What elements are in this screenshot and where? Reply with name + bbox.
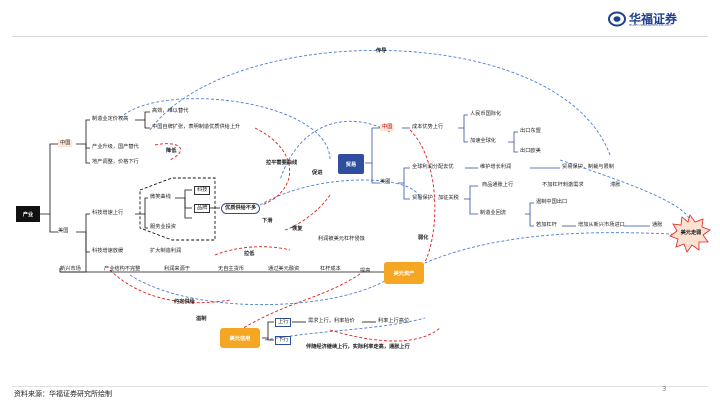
- label-transfer: 传导: [376, 48, 387, 54]
- arc-bottom-blue: [129, 269, 401, 306]
- tag-usa-trade: 美国: [380, 179, 391, 185]
- arc-red-4: [409, 129, 436, 263]
- credit-tree-lines: [262, 321, 376, 341]
- arc-mid-blue: [119, 98, 331, 161]
- logo-mark-icon: [608, 11, 626, 27]
- label-goods-up: 商品通胀上行: [482, 182, 514, 188]
- label-mfg-decide: 制造业定价权高: [92, 116, 129, 122]
- label-recover: 恢复: [292, 226, 303, 232]
- label-overflow: 溢制: [196, 316, 207, 322]
- arc-top-blue: [149, 49, 611, 156]
- arc-tech-blue: [259, 179, 421, 206]
- arc-usd-blue: [419, 232, 691, 266]
- label-quality-supply: 优质供给不多: [221, 203, 261, 214]
- label-no-leverage: 不加杠杆刺激需求: [542, 182, 584, 188]
- company-logo: 华福证券 HUAFU SECURITIES CO.,LTD.: [608, 10, 708, 28]
- label-china-reshore: 遏制中国出口: [536, 199, 568, 205]
- label-upgrade: 产业升级，国产替代: [92, 144, 139, 150]
- tag-usa-industry: 美国: [58, 228, 69, 234]
- footer-divider: [12, 386, 708, 387]
- arc-red-2: [254, 127, 291, 206]
- label-global-share: 全球利润分配去优: [412, 164, 454, 170]
- label-reshoring: 制造业回流: [480, 210, 506, 216]
- label-via-usd: 通过美元融资: [268, 266, 300, 272]
- node-usd-credit: 美元信用: [220, 328, 260, 348]
- label-brand: 品牌: [194, 204, 211, 213]
- label-rmb-intl: 人民币国际化: [470, 111, 502, 117]
- label-micro-curve: 微笑曲线: [150, 194, 171, 200]
- label-raise-up: 提高: [360, 268, 371, 274]
- label-weaken: 弱化: [418, 235, 429, 241]
- label-wage-pressure: 拉平需要曲线: [266, 160, 298, 166]
- logo-text: 华福证券: [629, 12, 678, 26]
- label-service-invest: 服务业投资: [150, 224, 176, 230]
- label-about-compete: 约定供给: [174, 299, 195, 305]
- label-profit-source: 利润来源于: [164, 266, 190, 272]
- label-accel-global: 加速全球化: [470, 138, 496, 144]
- arc-red-5: [109, 269, 231, 304]
- label-decline: 下滑: [262, 218, 273, 224]
- label-bottom-note: 伴随经济继续上行，实际利率走高，通胀上行: [306, 344, 410, 350]
- logo-subtext: HUAFU SECURITIES CO.,LTD.: [629, 23, 672, 27]
- label-profit-usd-debt: 利润被美元杠杆侵蚀: [318, 236, 365, 242]
- label-export-eu: 出口欧美: [520, 148, 541, 154]
- node-usd-assets: 美元资产: [384, 262, 424, 284]
- tag-china-industry: 中国: [58, 140, 73, 147]
- label-down1: 下行: [275, 336, 292, 345]
- tag-china-trade: 中国: [380, 124, 395, 131]
- footer-source: 资料来源：华福证券研究所绘制: [14, 390, 112, 398]
- arc-trade-blue: [279, 120, 391, 181]
- label-pull-down: 拉低: [244, 251, 255, 257]
- node-usd-weakening: 美元走弱: [680, 229, 702, 236]
- arc-red-7: [214, 246, 291, 256]
- arc-red-8: [329, 327, 441, 342]
- arc-red-6: [239, 273, 361, 331]
- node-trade: 贸易: [338, 154, 364, 174]
- label-efficient: 高效，难以替代: [152, 108, 189, 114]
- label-demand-up: 需求上行，利率抬价: [308, 318, 355, 324]
- label-up1: 上行: [275, 318, 292, 327]
- header-divider: [12, 36, 708, 37]
- page-number: 3: [662, 385, 667, 393]
- label-trade-protect2: 贸易保护，制裁与限制: [562, 164, 614, 170]
- label-trade-protect: 维护增长利润: [480, 164, 512, 170]
- node-industry: 产业: [16, 206, 40, 222]
- label-add-leverage: 若加杠杆: [536, 222, 557, 228]
- label-tariff: 滞胀: [610, 182, 621, 188]
- label-leverage-cost: 杠杆成本: [320, 266, 341, 272]
- label-import-new: 增加从新兴市场进口: [578, 222, 625, 228]
- label-promote: 促进: [312, 170, 323, 176]
- label-inflation: 通胀: [652, 222, 663, 228]
- label-export-east: 出口东盟: [520, 128, 541, 134]
- label-china-brand: 中国自牌扩张，表明制造优质供给上升: [152, 124, 241, 130]
- industry-tree-lines: [40, 111, 400, 273]
- label-decline2: 降低: [166, 148, 177, 154]
- trade-tree-lines: [365, 114, 650, 227]
- usd-weak-starburst: [669, 214, 711, 253]
- label-rate-high: 利率上行高位: [378, 318, 410, 324]
- micro-curve-group-outline: [139, 177, 216, 241]
- label-trade-protect3: 贸易保护，加征关税: [412, 195, 459, 201]
- arc-red-3: [284, 194, 331, 231]
- arc-red-1: [154, 143, 182, 161]
- label-no-currency: 无自主货币: [218, 266, 244, 272]
- label-real-estate: 地产调整，价格下行: [92, 159, 139, 165]
- label-tech: 科技: [194, 186, 211, 195]
- label-expand-mfg: 扩大制造利润: [150, 248, 182, 254]
- label-better-position: 成本优势上行: [412, 124, 444, 130]
- label-tech-increase: 科技增速上行: [92, 210, 124, 216]
- label-new-market: 新兴市场: [60, 266, 81, 272]
- label-tech-slow: 科技增速放缓: [92, 248, 124, 254]
- label-ind-struct: 产业结构不完整: [104, 266, 141, 272]
